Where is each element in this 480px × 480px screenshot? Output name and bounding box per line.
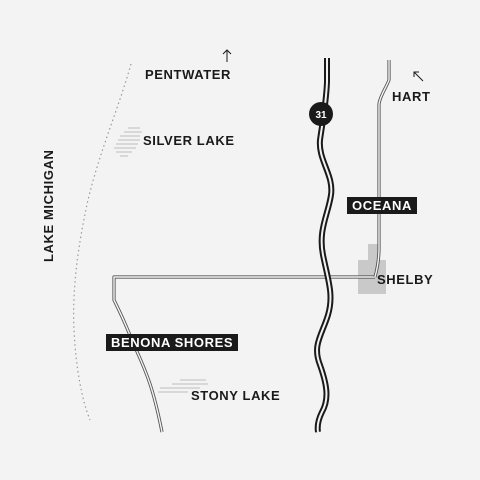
northwest-arrow-icon (413, 71, 424, 82)
lake-michigan-shoreline (73, 63, 132, 421)
route-shield-number: 31 (315, 110, 327, 121)
road-shelby-benona (112, 275, 375, 433)
route-shield-icon: 31 (309, 102, 333, 126)
label-lake-michigan: LAKE MICHIGAN (41, 149, 56, 262)
highway-us-31 (314, 58, 335, 433)
stony-lake-water (158, 379, 208, 393)
minor-roads (112, 60, 391, 433)
silver-lake-water (114, 127, 142, 157)
label-oceana: OCEANA (347, 197, 417, 214)
label-pentwater: PENTWATER (145, 67, 232, 82)
label-benona-shores: BENONA SHORES (106, 334, 239, 351)
label-silver-lake: SILVER LAKE (143, 133, 235, 148)
label-shelby: SHELBY (377, 272, 434, 287)
label-hart: HART (392, 89, 431, 104)
north-arrow-icon (222, 49, 232, 62)
label-stony-lake: STONY LAKE (191, 388, 281, 403)
